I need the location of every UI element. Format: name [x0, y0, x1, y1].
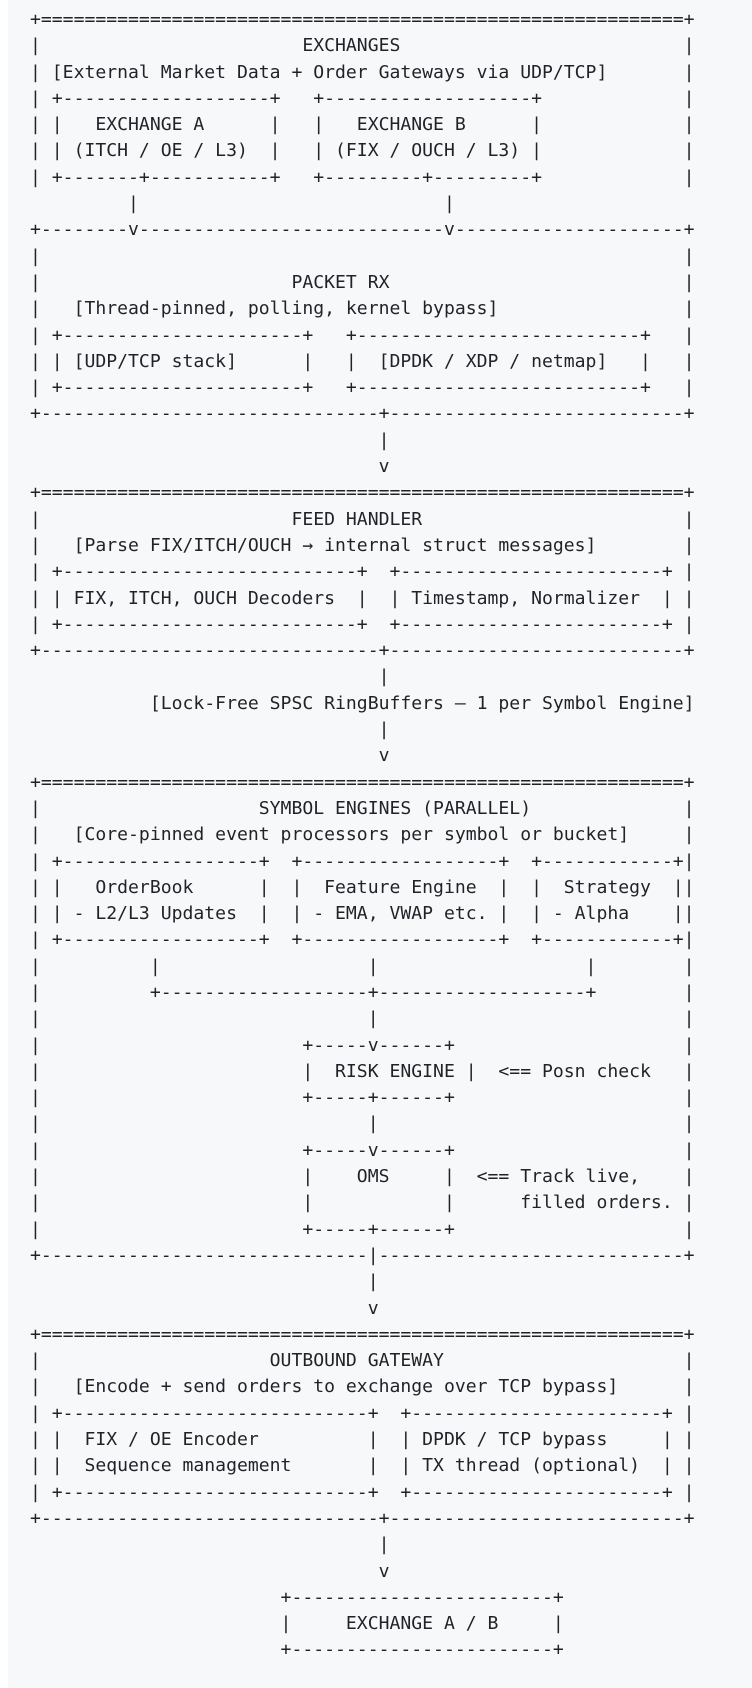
architecture-diagram-text: +=======================================…: [30, 9, 695, 1661]
ascii-code-block: +=======================================…: [8, 0, 752, 1688]
